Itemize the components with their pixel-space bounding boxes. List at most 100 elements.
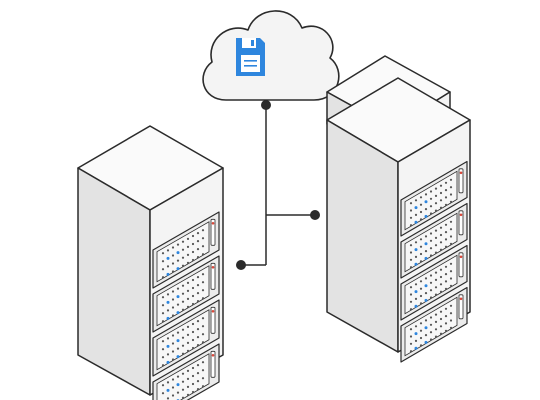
left-server-rack [77, 125, 224, 400]
vent-hole [181, 372, 185, 375]
vent-hole [171, 306, 175, 309]
vent-hole [186, 369, 190, 372]
vent-hole [191, 242, 195, 246]
vent-hole [409, 266, 413, 269]
status-led [176, 339, 180, 343]
vent-hole [439, 325, 443, 328]
vent-hole [161, 392, 165, 395]
vent-hole [191, 374, 195, 378]
vent-hole [409, 224, 413, 227]
vent-hole [434, 194, 438, 197]
vent-hole [191, 294, 195, 298]
drive-handle [210, 306, 216, 334]
vent-hole [186, 377, 190, 380]
vent-hole [161, 296, 165, 299]
vent-hole [201, 273, 205, 276]
vent-hole [171, 358, 175, 361]
vent-hole [414, 339, 418, 342]
vent-hole [429, 254, 433, 257]
vent-hole [439, 184, 443, 187]
vent-hole [419, 245, 423, 248]
vent-hole [449, 193, 453, 196]
vent-hole [171, 314, 175, 317]
vent-hole [444, 287, 448, 290]
vent-hole [176, 303, 180, 306]
vent-hole [181, 308, 185, 311]
vent-hole [444, 315, 448, 318]
vent-hole [429, 190, 433, 193]
vent-hole [186, 281, 190, 284]
vent-hole [191, 346, 195, 350]
right-server-unit [400, 286, 468, 363]
vent-hole [161, 252, 165, 255]
vent-hole [429, 316, 433, 319]
vent-hole [439, 206, 443, 209]
vent-hole [419, 336, 423, 340]
vent-hole [181, 344, 185, 347]
vent-hole [166, 353, 170, 356]
vent-hole [434, 278, 438, 281]
vent-hole [201, 237, 205, 240]
vent-hole [409, 216, 413, 219]
vent-hole [449, 284, 453, 287]
vent-hole [409, 308, 413, 311]
cloud-icon [202, 10, 340, 101]
vent-hole [191, 390, 195, 394]
vent-hole [434, 244, 438, 247]
connection-dots [236, 100, 320, 270]
vent-hole [409, 350, 413, 353]
vent-hole [434, 320, 438, 323]
vent-hole [429, 232, 433, 235]
vent-hole [201, 325, 205, 328]
vent-hole [196, 320, 200, 323]
vent-hole [161, 364, 165, 367]
vent-hole [419, 287, 423, 290]
vent-hole [419, 196, 423, 199]
status-led [424, 214, 428, 218]
left-server-unit [152, 211, 220, 289]
status-led [414, 290, 418, 294]
server-panel [404, 296, 458, 357]
vent-hole [419, 294, 423, 298]
server-panel [404, 212, 458, 273]
vent-hole [434, 293, 438, 296]
vent-hole [424, 319, 428, 322]
vent-hole [171, 342, 175, 345]
power-led [459, 297, 463, 301]
vent-hole [196, 276, 200, 279]
status-led [166, 344, 170, 348]
vent-hole [429, 331, 433, 334]
vent-hole [161, 348, 165, 351]
vent-hole [201, 281, 205, 284]
right-server-unit [400, 160, 468, 237]
vent-hole [434, 328, 438, 331]
vent-hole [176, 347, 180, 350]
vent-hole [444, 329, 448, 332]
vent-hole [409, 258, 413, 261]
vent-hole [449, 242, 453, 245]
vent-hole [444, 245, 448, 248]
vent-hole [439, 283, 443, 286]
status-led [414, 262, 418, 266]
vent-hole [176, 331, 180, 334]
vent-hole [449, 262, 453, 265]
vent-hole [196, 380, 200, 383]
vent-hole [414, 213, 418, 216]
left-rack-units [152, 211, 220, 400]
left-rack-port-dot [236, 260, 246, 270]
vent-hole [171, 298, 175, 301]
vent-hole [444, 189, 448, 192]
vent-hole [424, 250, 428, 253]
vent-hole [449, 312, 453, 315]
vent-hole [166, 265, 170, 268]
server-panel [156, 309, 210, 371]
vent-hole [201, 377, 205, 380]
status-led [176, 383, 180, 387]
vent-hole [186, 245, 190, 248]
vent-hole [429, 281, 433, 284]
vent-hole [196, 372, 200, 375]
vent-hole [191, 330, 195, 334]
vent-hole [186, 385, 190, 388]
vent-hole [181, 284, 185, 287]
vent-hole [424, 235, 428, 238]
